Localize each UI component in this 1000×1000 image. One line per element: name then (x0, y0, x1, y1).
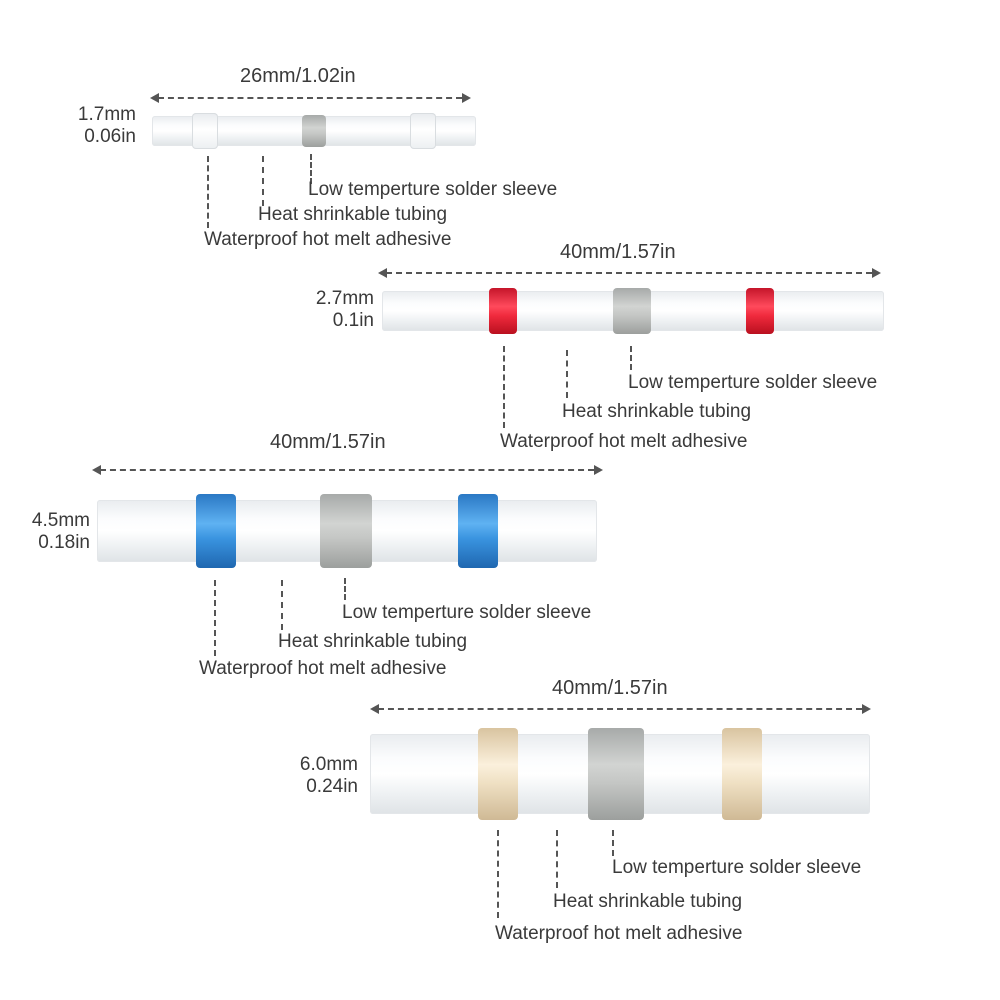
diameter-mm: 6.0mm (299, 754, 358, 775)
length-label: 40mm/1.57in (560, 241, 676, 263)
callout-solder-sleeve: Low temperture solder sleeve (612, 857, 862, 878)
diameter-mm: 1.7mm (77, 104, 136, 125)
length-dimension-line (378, 708, 862, 710)
callout-heat-shrink-tubing: Heat shrinkable tubing (258, 204, 448, 225)
length-label: 40mm/1.57in (270, 431, 386, 453)
dimension-arrow-left (150, 93, 159, 103)
callout-hot-melt-adhesive: Waterproof hot melt adhesive (199, 658, 447, 679)
callout-hot-melt-adhesive: Waterproof hot melt adhesive (204, 229, 452, 250)
solder-sleeve (588, 728, 644, 820)
leader-adhesive (503, 346, 505, 428)
diameter-label: 4.5mm 0.18in (0, 510, 90, 554)
adhesive-ring-left (478, 728, 518, 820)
callout-hot-melt-adhesive: Waterproof hot melt adhesive (500, 431, 748, 452)
diameter-label: 6.0mm 0.24in (262, 754, 358, 798)
leader-tubing (566, 350, 568, 398)
leader-tubing (262, 156, 264, 206)
length-dimension-line (100, 469, 594, 471)
callout-heat-shrink-tubing: Heat shrinkable tubing (562, 401, 752, 422)
diameter-label: 2.7mm 0.1in (270, 288, 374, 332)
adhesive-ring-left (489, 288, 517, 334)
callout-heat-shrink-tubing: Heat shrinkable tubing (553, 891, 743, 912)
leader-solder (612, 830, 614, 856)
diameter-in: 0.24in (306, 776, 358, 797)
adhesive-ring-right (746, 288, 774, 334)
leader-solder (344, 578, 346, 600)
dimension-arrow-right (872, 268, 881, 278)
leader-adhesive (497, 830, 499, 918)
callout-hot-melt-adhesive: Waterproof hot melt adhesive (495, 923, 743, 944)
diameter-label: 1.7mm 0.06in (40, 104, 136, 148)
dimension-arrow-right (594, 465, 603, 475)
length-label: 26mm/1.02in (240, 65, 356, 87)
leader-solder (310, 154, 312, 184)
adhesive-ring-right (458, 494, 498, 568)
adhesive-ring-right (722, 728, 762, 820)
diameter-in: 0.18in (38, 532, 90, 553)
heat-shrink-tube (97, 500, 597, 562)
leader-adhesive (207, 156, 209, 228)
diameter-mm: 2.7mm (315, 288, 374, 309)
solder-sleeve (320, 494, 372, 568)
length-label: 40mm/1.57in (552, 677, 668, 699)
adhesive-ring-left (196, 494, 236, 568)
leader-tubing (556, 830, 558, 888)
solder-sleeve (613, 288, 651, 334)
diameter-in: 0.06in (84, 126, 136, 147)
dimension-arrow-left (378, 268, 387, 278)
dimension-arrow-right (862, 704, 871, 714)
heat-shrink-tube (370, 734, 870, 814)
adhesive-ring-left (192, 113, 218, 149)
leader-adhesive (214, 580, 216, 656)
callout-heat-shrink-tubing: Heat shrinkable tubing (278, 631, 468, 652)
adhesive-ring-right (410, 113, 436, 149)
length-dimension-line (386, 272, 872, 274)
dimension-arrow-left (370, 704, 379, 714)
heat-shrink-tube (152, 116, 476, 146)
dimension-arrow-left (92, 465, 101, 475)
callout-solder-sleeve: Low temperture solder sleeve (342, 602, 592, 623)
diameter-mm: 4.5mm (31, 510, 90, 531)
length-dimension-line (158, 97, 462, 99)
callout-solder-sleeve: Low temperture solder sleeve (628, 372, 878, 393)
heat-shrink-tube (382, 291, 884, 331)
callout-solder-sleeve: Low temperture solder sleeve (308, 179, 558, 200)
dimension-arrow-right (462, 93, 471, 103)
leader-solder (630, 346, 632, 370)
leader-tubing (281, 580, 283, 630)
solder-sleeve (302, 115, 326, 147)
diameter-in: 0.1in (332, 310, 374, 331)
